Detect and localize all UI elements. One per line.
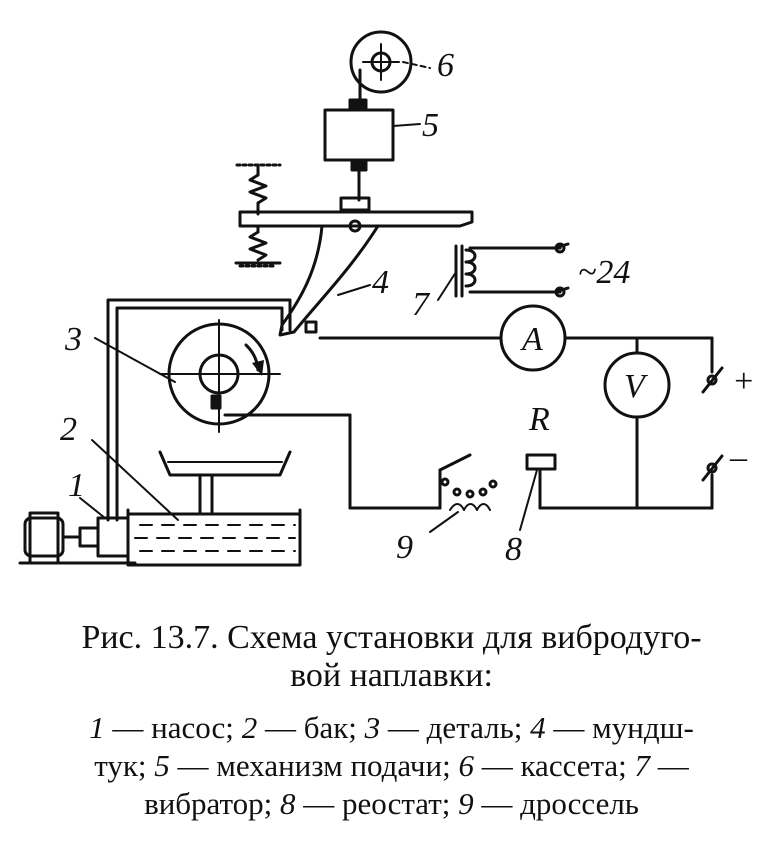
label-ammeter: A [520, 321, 543, 358]
coolant-tank [91, 439, 302, 567]
legend-num: 3 [364, 710, 381, 745]
figure-caption-line-2: вой наплавки: [290, 657, 493, 694]
legend-num: 5 [154, 748, 170, 783]
label-9: 9 [396, 529, 413, 566]
legend-text: вибратор; [144, 786, 281, 821]
legend-text: — насос; [104, 710, 242, 745]
legend-line-3: вибратор; 8 — реостат; 9 — дроссель [0, 786, 783, 821]
legend-num: 8 [280, 786, 296, 821]
legend-line-2: тук; 5 — механизм подачи; 6 — кассета; 7… [0, 748, 783, 783]
legend-text: — бак; [257, 710, 365, 745]
label-8: 8 [505, 531, 522, 568]
legend-text: — деталь; [380, 710, 531, 745]
cassette [349, 30, 431, 104]
legend-text: — дроссель [473, 786, 639, 821]
legend-num: 7 [634, 748, 651, 783]
legend-text: — кассета; [473, 748, 635, 783]
label-plus: + [732, 363, 755, 400]
spring-supports [234, 163, 282, 268]
label-resistor: R [528, 401, 550, 438]
legend-text: — мундш- [545, 710, 694, 745]
legend-text: — [650, 748, 689, 783]
label-3: 3 [64, 321, 82, 358]
label-6: 6 [437, 47, 454, 84]
label-1: 1 [68, 467, 85, 504]
pump [18, 497, 137, 565]
label-4: 4 [372, 264, 389, 301]
label-7: 7 [412, 286, 431, 323]
legend-num: 2 [241, 710, 258, 745]
label-2: 2 [60, 411, 77, 448]
legend-num: 4 [530, 710, 546, 745]
legend-line-1: 1 — насос; 2 — бак; 3 — деталь; 4 — мунд… [0, 710, 783, 745]
label-voltage: ~24 [578, 254, 630, 291]
rocker-arm-mouthpiece [238, 196, 474, 337]
legend-text: — реостат; [295, 786, 459, 821]
feed-mechanism [323, 98, 421, 202]
vibrator [437, 242, 570, 301]
label-minus: – [729, 439, 748, 476]
rheostat-choke [429, 453, 557, 533]
legend-num: 6 [458, 748, 474, 783]
legend-num: 9 [458, 786, 474, 821]
label-5: 5 [422, 107, 439, 144]
legend-text: — механизм подачи; [169, 748, 459, 783]
legend-num: 1 [89, 710, 105, 745]
legend-text: тук; [94, 748, 155, 783]
figure-caption-line-1: Рис. 13.7. Схема установки для вибродуго… [81, 619, 702, 656]
coolant-pipe [106, 298, 292, 522]
workpiece [94, 319, 281, 433]
vibro-arc-welding-diagram: 6 5 4 7 ~24 3 A V + – R 2 1 9 8 [18, 30, 755, 568]
label-voltmeter: V [624, 368, 649, 405]
welding-circuit [223, 304, 724, 510]
